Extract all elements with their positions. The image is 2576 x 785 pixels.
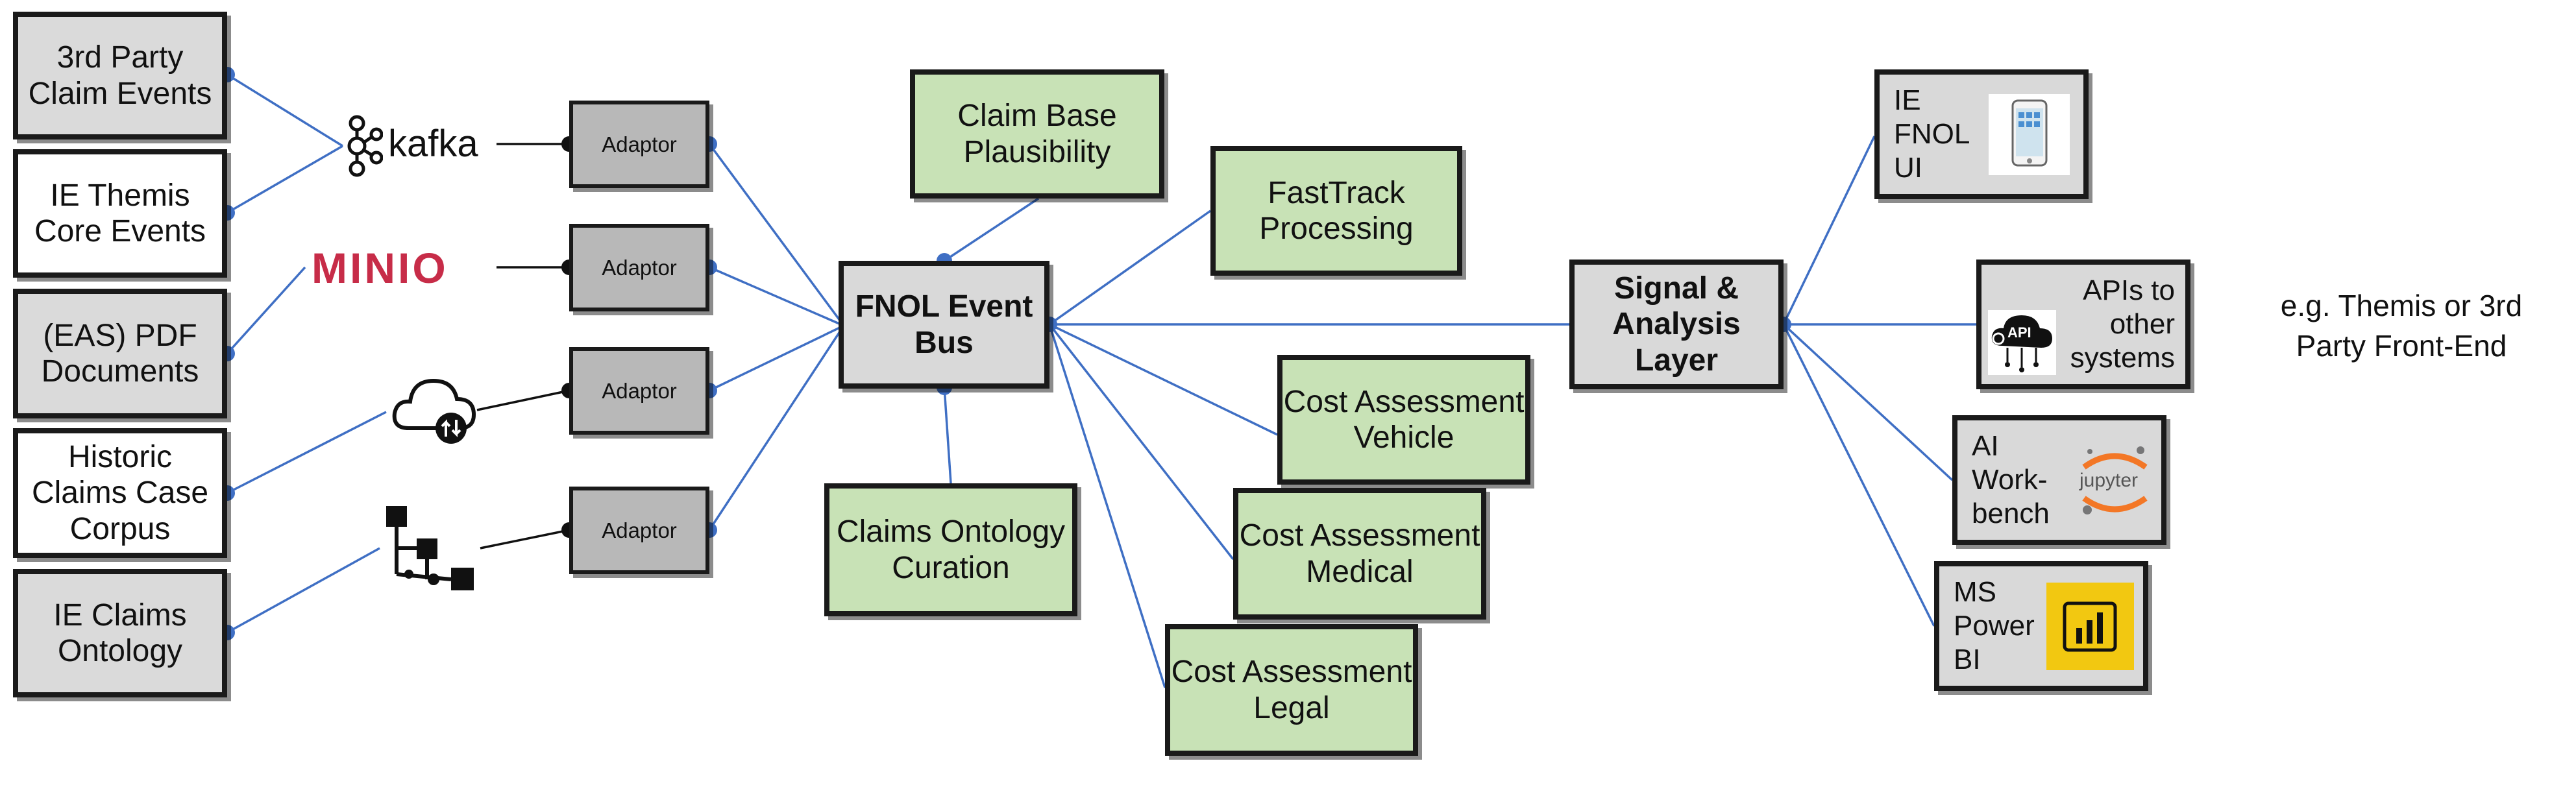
source-eas-pdf-documents: (EAS) PDF Documents xyxy=(13,289,227,418)
kafka-icon xyxy=(344,114,384,178)
source-ie-claims-ontology: IE Claims Ontology xyxy=(13,569,227,697)
signal-analysis-layer: Signal & Analysis Layer xyxy=(1569,260,1784,389)
kafka-logo-text: kafka xyxy=(388,123,478,165)
power-bi-icon xyxy=(2046,583,2134,670)
api-badge-text: API xyxy=(2007,324,2031,341)
source-label: (EAS) PDF Documents xyxy=(41,318,199,389)
service-label: Claims Ontology Curation xyxy=(836,514,1066,585)
jupyter-text: jupyter xyxy=(2079,470,2139,491)
output-fnol-ui: IE FNOL UI xyxy=(1874,69,2089,199)
service-label: FastTrack Processing xyxy=(1259,175,1414,246)
output-label: IE FNOL UI xyxy=(1894,84,1969,184)
adaptor-minio: Adaptor xyxy=(569,224,709,311)
service-label: Cost Assessment Medical xyxy=(1239,518,1480,589)
source-label: Historic Claims Case Corpus xyxy=(31,440,209,546)
output-label: APIs to other systems xyxy=(2070,274,2175,374)
adaptor-flow: Adaptor xyxy=(569,487,709,574)
claim-base-plausibility: Claim Base Plausibility xyxy=(910,69,1164,199)
service-label: Claim Base Plausibility xyxy=(957,99,1117,169)
signal-layer-label: Signal & Analysis Layer xyxy=(1612,271,1741,378)
output-label: MS Power BI xyxy=(1954,576,2035,675)
service-label: Cost Assessment Vehicle xyxy=(1283,384,1525,455)
adaptor-label: Adaptor xyxy=(602,518,677,542)
cost-assessment-medical: Cost Assessment Medical xyxy=(1233,488,1486,620)
front-end-note: e.g. Themis or 3rd Party Front-End xyxy=(2280,289,2523,363)
jupyter-icon: jupyter xyxy=(2074,440,2155,521)
fasttrack-processing: FastTrack Processing xyxy=(1210,146,1462,276)
source-label: 3rd Party Claim Events xyxy=(28,40,212,111)
cloud-upload-icon xyxy=(389,367,480,448)
source-label: IE Themis Core Events xyxy=(34,178,206,248)
flowchart-icon xyxy=(383,503,480,594)
fnol-event-bus: FNOL Event Bus xyxy=(839,261,1049,389)
output-apis: API APIs to other systems xyxy=(1976,260,2190,389)
source-label: IE Claims Ontology xyxy=(53,598,187,668)
output-ai-workbench: AI Work-bench jupyter xyxy=(1952,415,2166,545)
event-bus-label: FNOL Event Bus xyxy=(855,289,1033,360)
claims-ontology-curation: Claims Ontology Curation xyxy=(824,483,1077,616)
adaptor-label: Adaptor xyxy=(602,132,677,156)
adaptor-label: Adaptor xyxy=(602,378,677,403)
adaptor-cloud: Adaptor xyxy=(569,347,709,435)
source-historic-claims-corpus: Historic Claims Case Corpus xyxy=(13,428,227,558)
cost-assessment-vehicle: Cost Assessment Vehicle xyxy=(1277,355,1530,485)
output-label: AI Work-bench xyxy=(1972,430,2050,529)
api-cloud-icon: API xyxy=(1988,310,2056,375)
output-power-bi: MS Power BI xyxy=(1934,561,2148,691)
adaptor-kafka: Adaptor xyxy=(569,101,709,188)
cost-assessment-legal: Cost Assessment Legal xyxy=(1165,624,1418,756)
source-third-party-claim-events: 3rd Party Claim Events xyxy=(13,12,227,139)
service-label: Cost Assessment Legal xyxy=(1171,655,1412,725)
minio-logo-text: MINIO xyxy=(312,244,448,292)
mobile-phone-icon xyxy=(1989,94,2070,175)
source-themis-core-events: IE Themis Core Events xyxy=(13,149,227,278)
adaptor-label: Adaptor xyxy=(602,255,677,280)
